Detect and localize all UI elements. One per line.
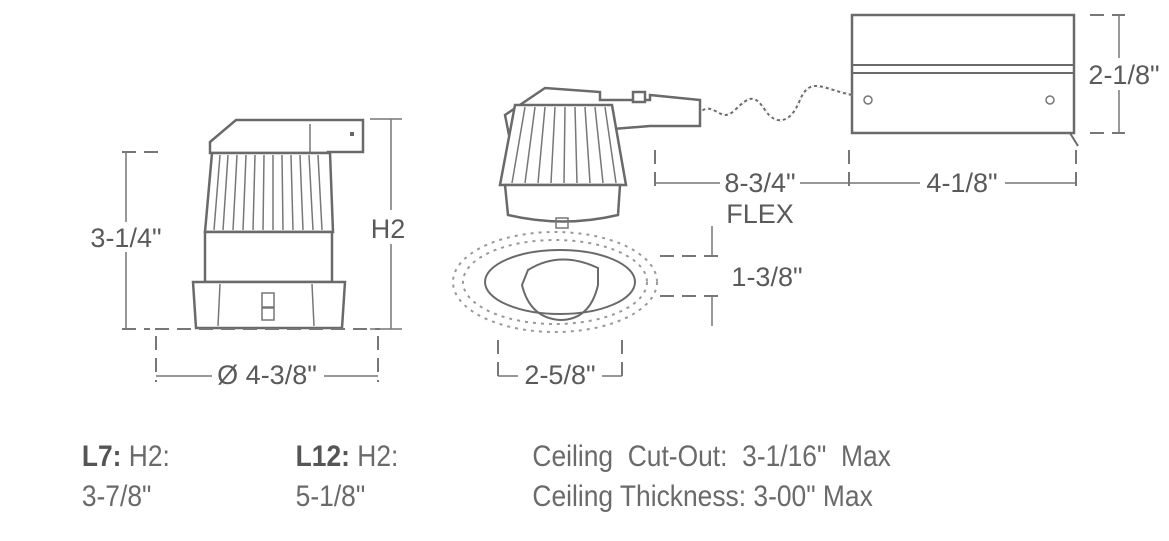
l7-h2: H2:: [129, 438, 170, 472]
ceiling-cutout-spec: Ceiling Cut-Out: 3-1/16" Max: [532, 438, 890, 472]
junction-bracket: [208, 118, 365, 155]
aperture-dimension: 2-5/8": [524, 360, 595, 390]
driver-housing: [203, 230, 334, 284]
collar-side: [503, 183, 622, 223]
heatsink-side: [498, 103, 628, 187]
trim-height-dimension: 1-3/8": [731, 262, 802, 292]
l7-model: L7:: [82, 438, 122, 472]
box-height-dimension: 2-1/8": [1088, 60, 1159, 90]
l12-model: L12:: [296, 438, 350, 472]
front-view-fixture: 3-1/4" H2 Ø 4-3/8": [86, 118, 410, 390]
h2-label: H2: [371, 214, 406, 244]
trim-collar: [191, 280, 347, 330]
aperture: [484, 249, 636, 315]
diameter-dimension: Ø 4-3/8": [217, 360, 317, 390]
l12-h2-label: L12: H2:: [296, 438, 399, 472]
l12-h2-value: 5-1/8": [296, 478, 366, 512]
box-length-dimension: 4-1/8": [926, 168, 997, 198]
flex-length-dimension: 8-3/4": [724, 168, 795, 198]
side-view-fixture: 8-3/4" FLEX 4-1/8" 2-1/8" 1-3/8" 2-5/8": [452, 13, 1160, 390]
trim-flange: [452, 231, 658, 333]
spec-text: L7: H2: 3-7/8" L12: H2: 5-1/8" Ceiling C…: [82, 438, 891, 512]
l7-h2-value: 3-7/8": [82, 478, 152, 512]
l12-h2: H2:: [357, 438, 398, 472]
height-dimension: 3-1/4": [90, 223, 161, 253]
flex-label: FLEX: [726, 199, 794, 229]
lens: [520, 258, 599, 322]
l7-h2-label: L7: H2:: [82, 438, 170, 472]
ceiling-thickness-spec: Ceiling Thickness: 3-00" Max: [532, 478, 872, 512]
